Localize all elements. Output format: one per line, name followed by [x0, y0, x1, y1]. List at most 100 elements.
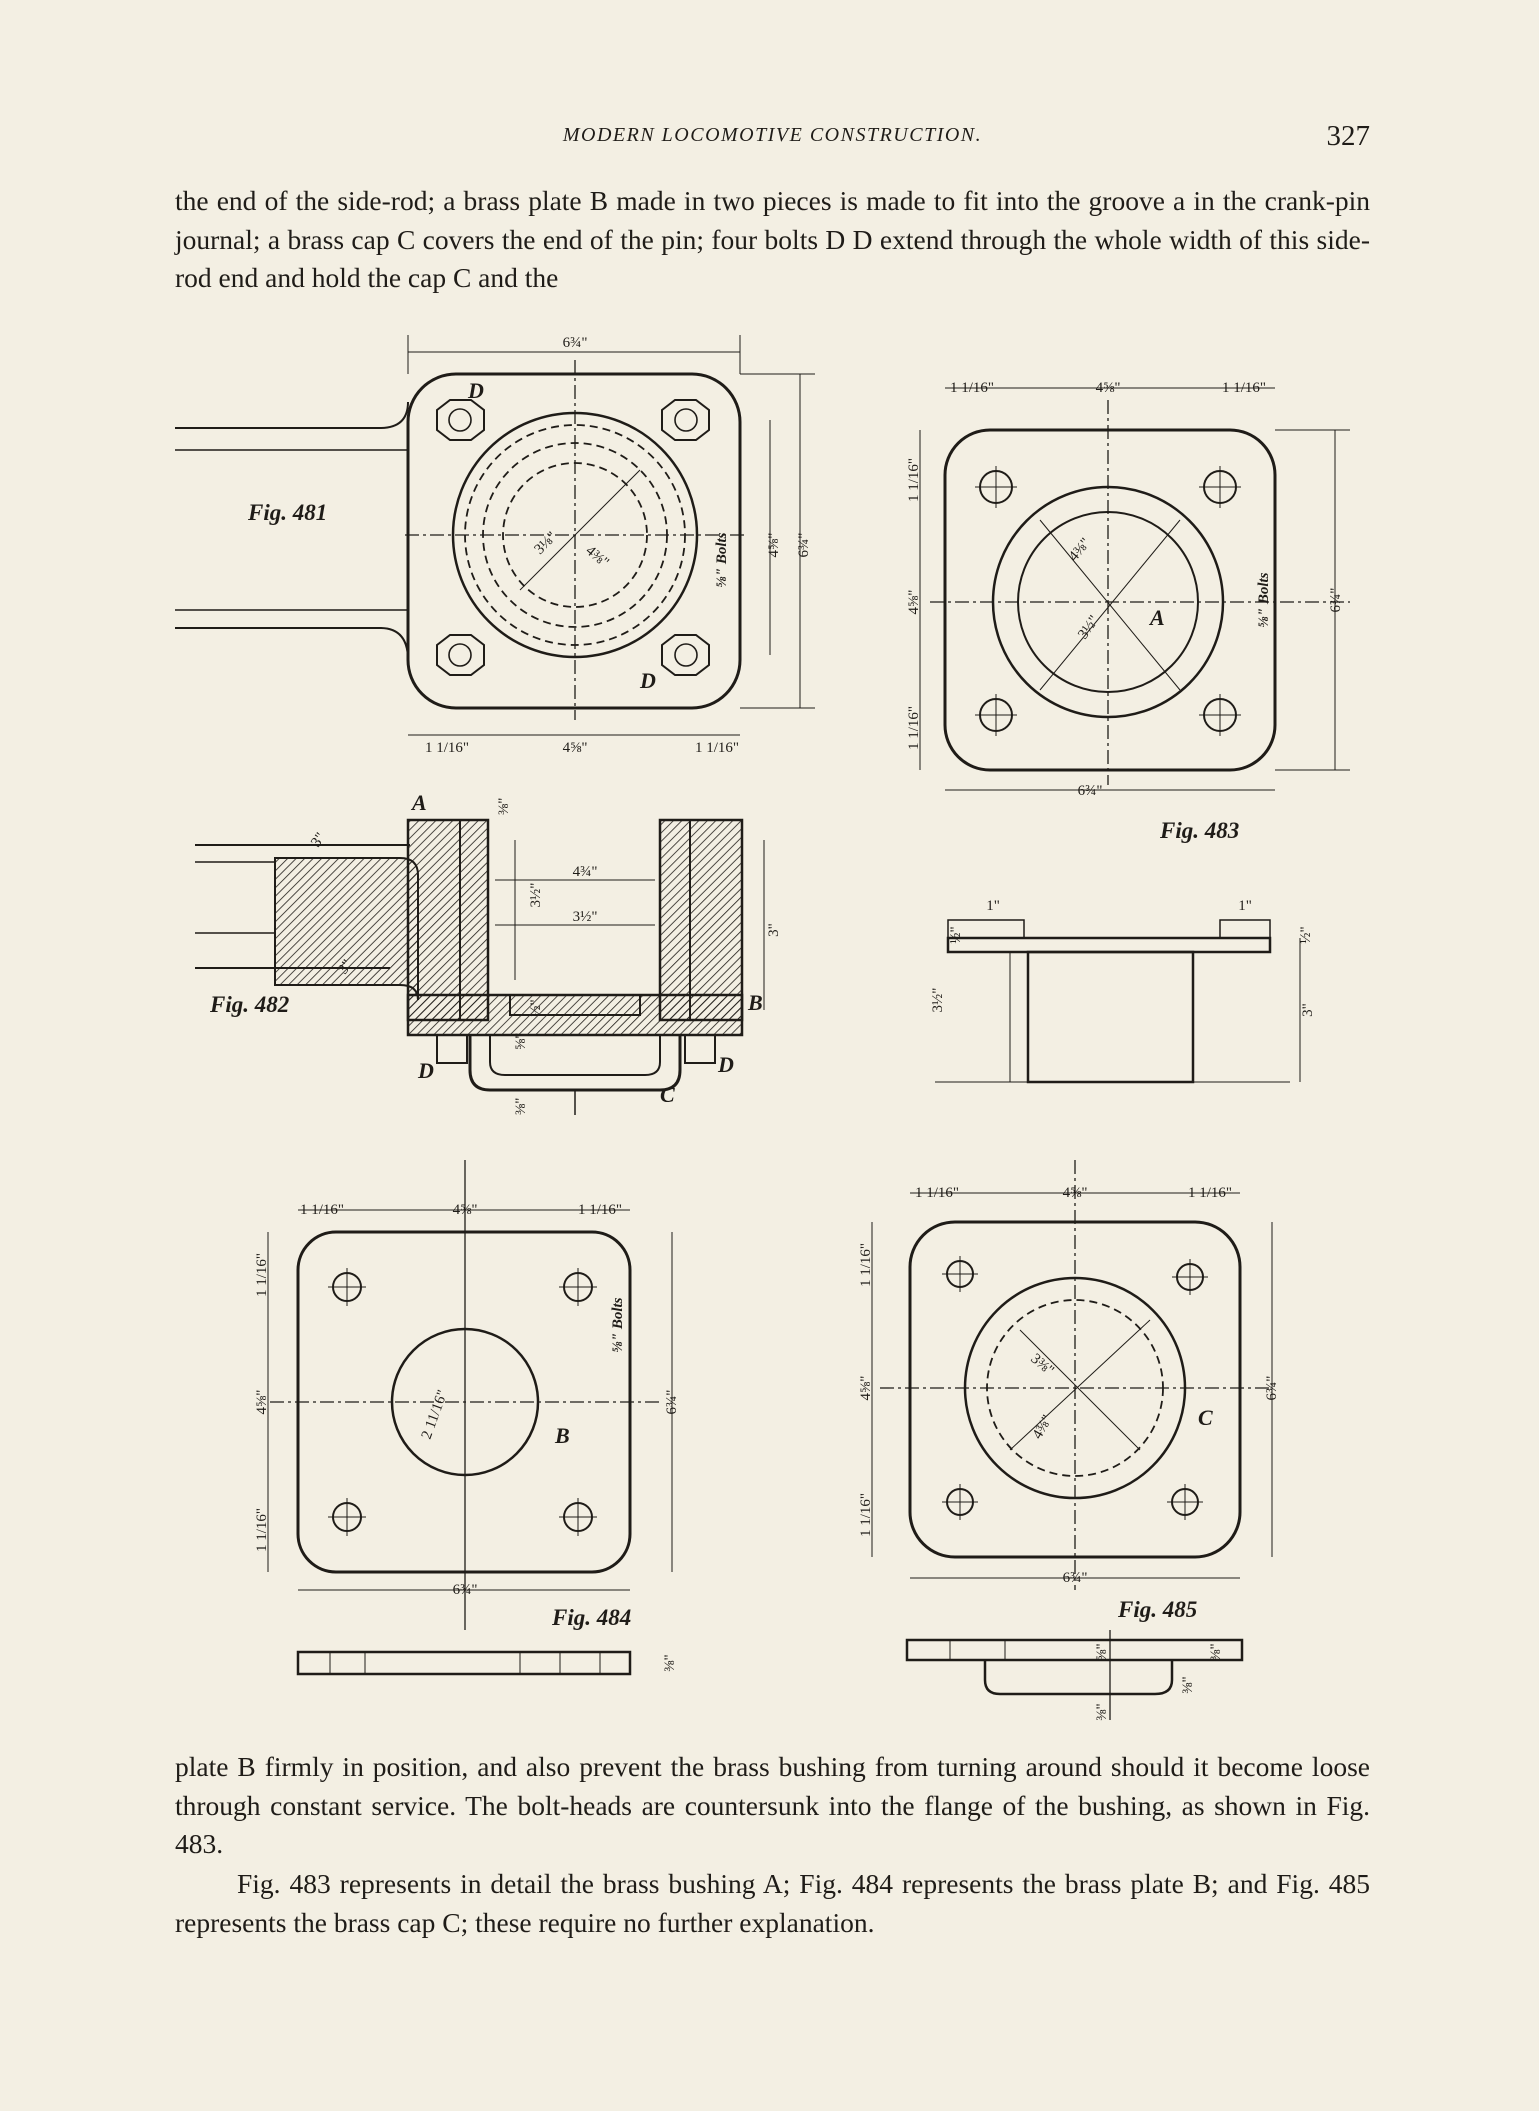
fig485-dim-cup-depth: ⅜"	[1180, 1676, 1196, 1693]
fig485-dim-width: 6¾"	[1063, 1570, 1088, 1586]
fig-484: Fig. 484 B 1 1/16" 4⅝" 1 1/16" 1 1/16" 4…	[254, 1160, 680, 1676]
fig-481: Fig. 481 D D 6¾" 1 1/16" 4⅝" 1 1/16" 4⅝"…	[175, 335, 815, 756]
fig483-bolt-hole-bottom-right	[1199, 694, 1241, 736]
fig483-dim-outer-dia: 4⅜"	[1066, 535, 1094, 564]
fig483-bolt-hole-bottom-left	[975, 694, 1017, 736]
fig483-dim-section-left: 1"	[986, 898, 1000, 914]
fig482-dim-cap: ⅝"	[513, 1033, 529, 1050]
fig482-letter-b: B	[747, 990, 763, 1015]
fig485-label: Fig. 485	[1117, 1597, 1197, 1622]
fig485-dim-top-right: 1 1/16"	[1188, 1185, 1232, 1201]
fig481-bolt-top-right	[661, 399, 710, 441]
paragraph-bottom-2: Fig. 483 represents in detail the brass …	[175, 1868, 1370, 1938]
fig482-cap-c	[468, 1035, 682, 1092]
fig484-dim-top-center: 4⅝"	[453, 1202, 478, 1218]
fig483-dim-flange-right: ½"	[1298, 926, 1314, 943]
fig481-rod-line-top	[175, 401, 409, 429]
fig485-bolt-hole-top-right	[1172, 1259, 1208, 1295]
fig483-dim-left-top: 1 1/16"	[906, 458, 922, 502]
fig482-bolt-left	[436, 1034, 468, 1064]
fig482-dim-height: 3"	[766, 923, 782, 937]
fig482-letter-d-left: D	[417, 1058, 434, 1083]
fig482-rod-section	[274, 857, 419, 1001]
fig485-section-flange	[905, 1638, 1244, 1662]
fig481-body-outline	[406, 372, 742, 710]
fig484-bolt-hole-bottom-right	[559, 1498, 597, 1536]
fig483-dim-section-height: 3"	[1300, 1003, 1316, 1017]
fig484-dim-thickness: ⅜"	[662, 1654, 678, 1671]
fig484-bolt-hole-top-right	[559, 1268, 597, 1306]
fig483-dim-flange-left: ½"	[948, 926, 964, 943]
fig485-bolt-hole-top-left	[942, 1256, 978, 1292]
fig485-dim-inner-dia: 3⅜"	[1027, 1351, 1056, 1379]
fig485-section-cup	[983, 1660, 1174, 1696]
fig484-dim-left-center: 4⅝"	[254, 1390, 270, 1415]
fig482-label: Fig. 482	[209, 992, 289, 1017]
fig485-dim-flange-thickness: ⅝"	[1094, 1643, 1110, 1660]
fig484-dim-top-left: 1 1/16"	[300, 1202, 344, 1218]
fig481-dim-bottom-left: 1 1/16"	[425, 740, 469, 756]
fig484-dim-width: 6¾"	[453, 1582, 478, 1598]
fig483-dim-left-bottom: 1 1/16"	[906, 706, 922, 750]
fig482-dim-rod-top: 3"	[308, 830, 329, 850]
fig481-bolt-top-left	[436, 399, 485, 441]
fig483-dim-top-center: 4⅝"	[1096, 380, 1121, 396]
fig483-bolt-hole-top-right	[1199, 466, 1241, 508]
fig483-letter-a: A	[1148, 605, 1165, 630]
fig483-dim-top-right: 1 1/16"	[1222, 380, 1266, 396]
fig484-dim-height: 6¾"	[664, 1390, 680, 1415]
fig481-dim-height: 6¾"	[796, 533, 812, 558]
fig483-flange-outline	[943, 428, 1277, 772]
fig482-dim-bore: 3½"	[573, 909, 598, 925]
fig484-dim-top-right: 1 1/16"	[578, 1202, 622, 1218]
fig481-letter-d-top: D	[467, 378, 484, 403]
fig483-dim-barrel-length: 3½"	[930, 988, 946, 1013]
fig483-dim-left-center: 4⅝"	[906, 590, 922, 615]
fig481-bolt-bottom-left	[436, 634, 485, 676]
fig481-dim-bolt-spacing: 4⅝"	[766, 533, 782, 558]
fig483-dim-section-right: 1"	[1238, 898, 1252, 914]
fig482-letter-d-right: D	[717, 1052, 734, 1077]
fig482-letter-c: C	[660, 1082, 675, 1107]
fig485-dim-cup-bottom: ⅜"	[1094, 1703, 1110, 1720]
fig484-section	[296, 1650, 632, 1676]
fig481-dim-bolts: ⅝" Bolts	[714, 532, 730, 587]
fig481-dim-bottom-right: 1 1/16"	[695, 740, 739, 756]
fig483-dim-width: 6¾"	[1078, 783, 1103, 799]
fig485-bolt-hole-bottom-left	[942, 1484, 978, 1520]
fig484-label: Fig. 484	[551, 1605, 631, 1630]
fig485-dim-flange-edge: ⅜"	[1208, 1643, 1224, 1660]
fig485-dim-top-left: 1 1/16"	[915, 1185, 959, 1201]
fig482-dim-cap-thickness: ⅜"	[513, 1098, 529, 1115]
fig482-bolt-right	[684, 1034, 716, 1064]
fig484-bolt-hole-bottom-left	[328, 1498, 366, 1536]
fig-483: Fig. 483 A 1 1/16" 4⅝" 1 1/16" 1 1/16" 4…	[906, 380, 1350, 1084]
fig485-letter-c: C	[1198, 1405, 1213, 1430]
fig482-dim-inner-width: 4¾"	[573, 864, 598, 880]
fig484-bolt-hole-top-left	[328, 1268, 366, 1306]
fig484-dim-left-top: 1 1/16"	[254, 1253, 270, 1297]
fig483-label: Fig. 483	[1159, 818, 1239, 843]
running-title: MODERN LOCOMOTIVE CONSTRUCTION.	[562, 124, 983, 146]
fig481-label: Fig. 481	[247, 500, 327, 525]
fig-485: Fig. 485 C 1 1/16" 4⅝" 1 1/16" 1 1/16" 4…	[858, 1160, 1280, 1721]
fig483-dim-height: 6¾"	[1328, 588, 1344, 613]
fig481-rod-line-bottom	[175, 627, 409, 661]
fig-482: Fig. 482 A B D D C 3" 4¾" 3½" 3½" 3" ½" …	[195, 790, 782, 1115]
fig483-bolt-hole-top-left	[975, 466, 1017, 508]
page-number: 327	[1326, 120, 1371, 152]
fig481-bolt-bottom-right	[661, 634, 710, 676]
fig481-dim-width: 6¾"	[563, 335, 588, 351]
running-head: MODERN LOCOMOTIVE CONSTRUCTION. 327	[175, 120, 1370, 160]
fig485-dim-left-bottom: 1 1/16"	[858, 1493, 874, 1537]
fig483-section-flange	[946, 936, 1272, 954]
fig481-letter-d-bottom: D	[639, 668, 656, 693]
fig485-bolt-hole-bottom-right	[1167, 1484, 1203, 1520]
fig485-dim-left-top: 1 1/16"	[858, 1243, 874, 1287]
fig484-dim-hole-dia: 2 11/16"	[419, 1388, 451, 1441]
fig484-dim-left-bottom: 1 1/16"	[254, 1508, 270, 1552]
fig483-section-barrel	[1026, 950, 1195, 1084]
fig481-dim-outer-dia: 4⅜"	[582, 543, 611, 571]
